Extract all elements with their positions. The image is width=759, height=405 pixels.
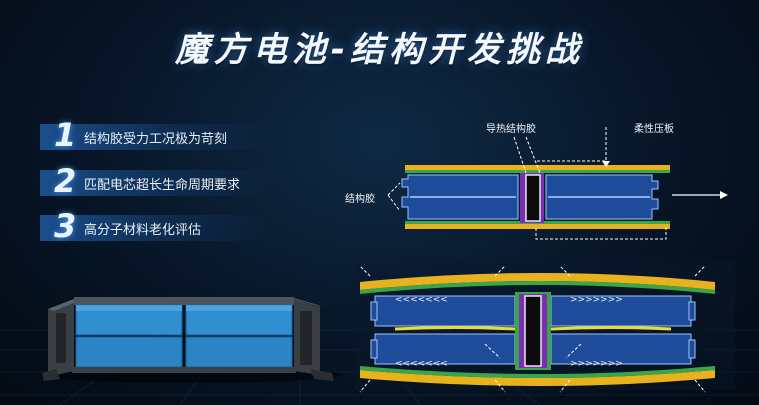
battery-pack-image <box>42 297 342 383</box>
point-2-number: 2 <box>54 162 77 200</box>
point-2-text: 匹配电芯超长生命周期要求 <box>84 178 241 193</box>
structural-glue-label: 结构胶 <box>345 194 375 205</box>
point-3-text: 高分子材料老化评估 <box>84 223 202 238</box>
svg-text:<<<<<<<: <<<<<<< <box>395 295 448 305</box>
slide-title: 魔方电池-结构开发挑战 <box>174 30 585 70</box>
point-1: 1 结构胶受力工况极为苛刻 <box>40 116 270 154</box>
thermal-glue-label: 导热结构胶 <box>486 124 536 135</box>
structure-diagram-lower: <<<<<<< >>>>>>> <<<<<<< >>>>>>> <box>355 262 735 393</box>
point-3-number: 3 <box>54 207 77 245</box>
svg-text:<<<<<<<: <<<<<<< <box>395 359 448 369</box>
flexible-plate-label: 柔性压板 <box>634 124 674 135</box>
point-1-number: 1 <box>54 116 77 154</box>
svg-text:>>>>>>>: >>>>>>> <box>570 359 623 369</box>
svg-text:>>>>>>>: >>>>>>> <box>570 295 623 305</box>
point-1-text: 结构胶受力工况极为苛刻 <box>84 132 228 147</box>
point-3: 3 高分子材料老化评估 <box>40 207 270 245</box>
structure-diagram-upper <box>387 127 728 240</box>
point-2: 2 匹配电芯超长生命周期要求 <box>40 162 270 200</box>
